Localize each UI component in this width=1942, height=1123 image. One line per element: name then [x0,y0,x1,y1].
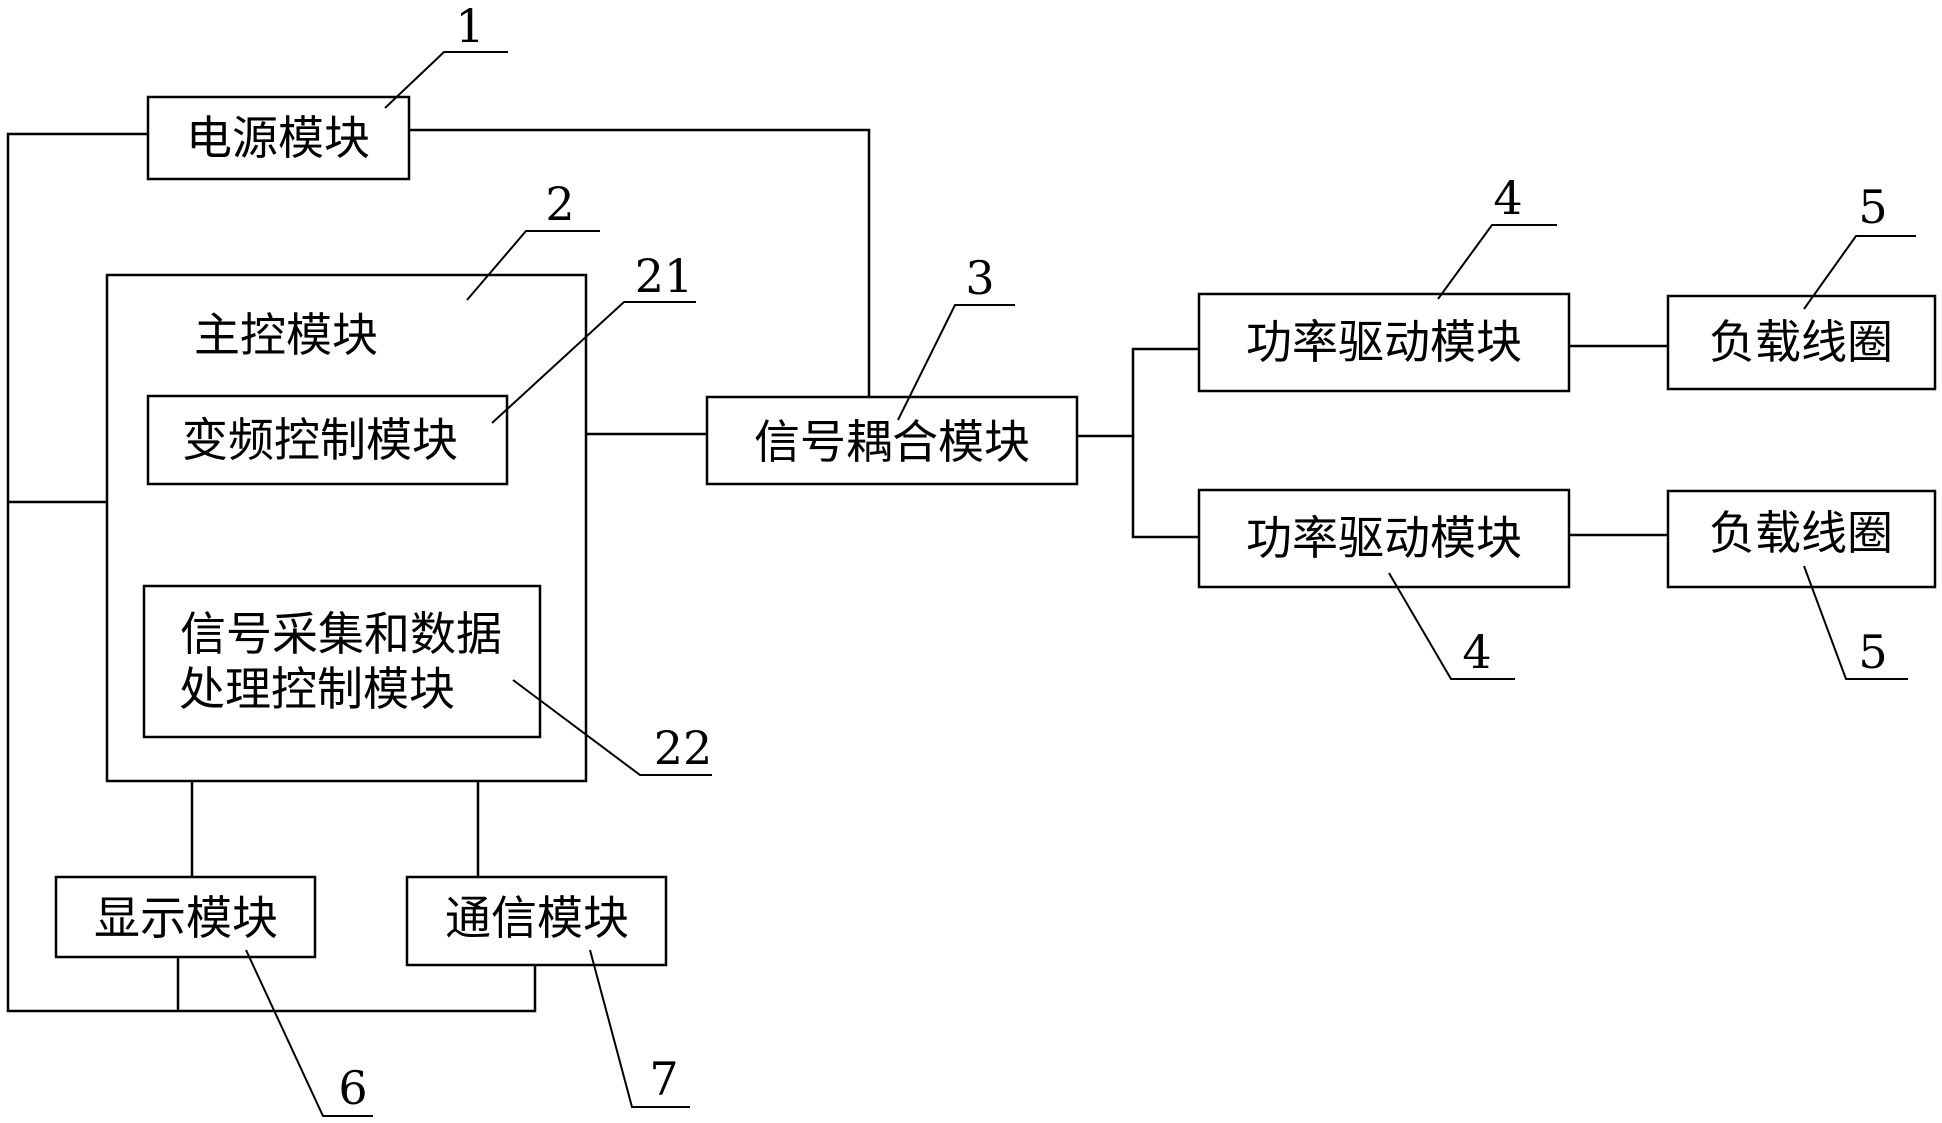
power-drive-top-box [1197,292,1571,393]
acq-module-label-line1: 信号采集和数据 [180,607,502,661]
main-control-label: 主控模块 [194,308,378,362]
comm-label: 通信模块 [445,891,629,945]
coupling-label: 信号耦合模块 [754,415,1030,469]
acq-module-label-line2: 处理控制模块 [179,662,455,716]
leader-5-top [1803,235,1916,310]
display-label: 显示模块 [94,891,278,945]
ref-2: 2 [545,177,574,231]
ref-21: 21 [635,249,694,303]
ref-7: 7 [649,1052,678,1106]
leader-1 [384,51,508,109]
ref-4-bottom: 4 [1462,625,1491,679]
leader-7 [589,949,690,1108]
coupling-box [705,395,1079,486]
leader-2 [466,230,600,301]
ref-6: 6 [338,1061,367,1115]
leader-22 [512,679,712,776]
leader-21 [491,301,696,424]
display-box [54,875,317,959]
power-drive-bottom-label: 功率驱动模块 [1246,511,1522,565]
comm-box [405,875,668,967]
wire-coupling-drives [1077,347,1199,438]
wire-power-coupling [409,128,871,397]
ref-22: 22 [654,721,713,775]
ref-5-bottom: 5 [1858,625,1887,679]
power-drive-bottom-box [1197,488,1571,589]
load-coil-top-label: 负载线圈 [1709,315,1893,369]
ref-5-top: 5 [1858,180,1887,234]
leader-3 [897,304,1015,421]
leader-5-bottom [1803,565,1908,680]
leader-4-top [1437,224,1557,300]
wire-power-left [6,132,537,1013]
ref-1: 1 [455,0,484,53]
power-module-box [146,95,411,181]
wire-coupling-drive-bottom [1131,436,1199,539]
power-module-label: 电源模块 [186,111,370,165]
ref-4-top: 4 [1493,171,1522,225]
leader-6 [245,949,373,1117]
load-coil-bottom-box [1666,489,1937,589]
freq-control-box [146,394,509,486]
freq-control-label: 变频控制模块 [182,413,458,467]
acq-module-box [142,584,542,739]
leader-4-bottom [1388,572,1515,680]
ref-3: 3 [965,251,994,305]
load-coil-top-box [1666,294,1937,391]
power-drive-top-label: 功率驱动模块 [1246,315,1522,369]
load-coil-bottom-label: 负载线圈 [1709,506,1893,560]
